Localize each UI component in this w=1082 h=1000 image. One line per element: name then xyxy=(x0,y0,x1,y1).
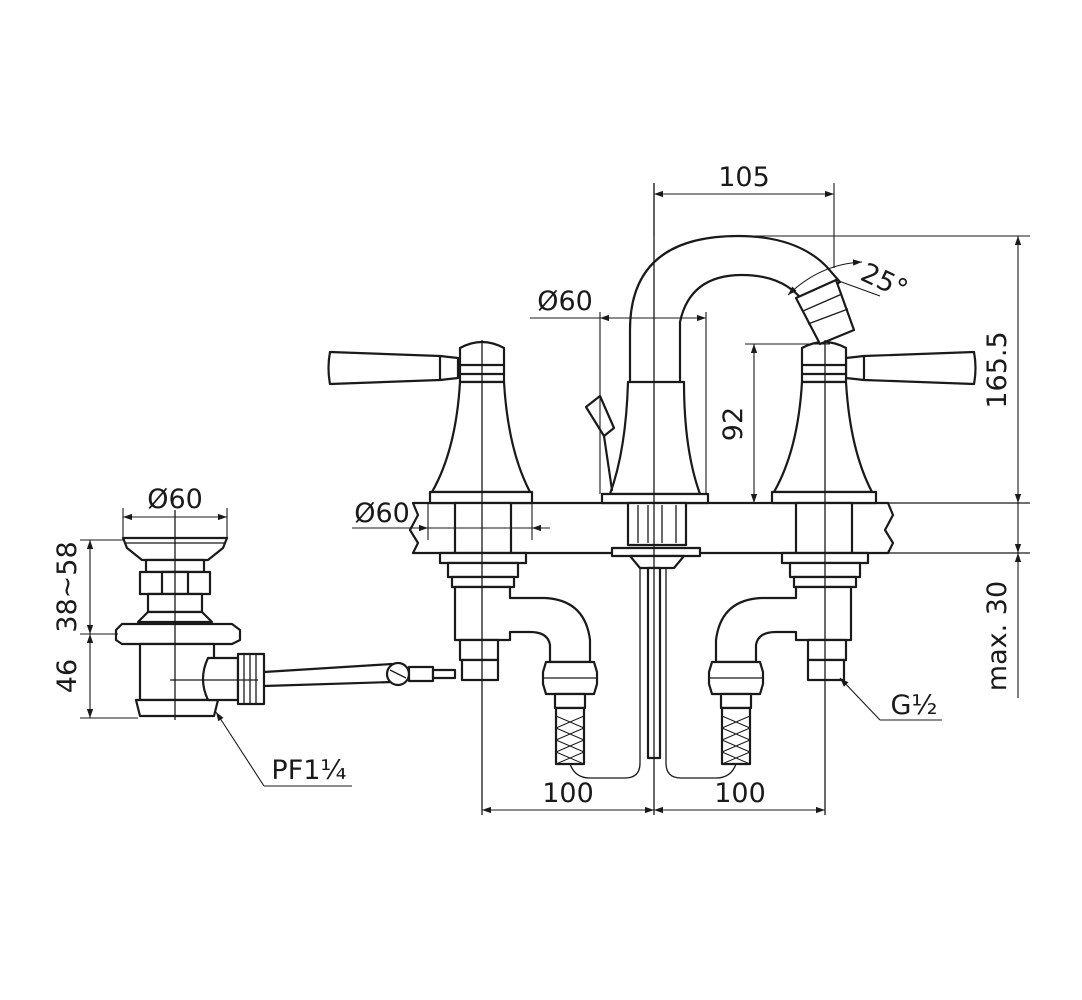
spout-angle-label: 25° xyxy=(856,257,912,305)
left-handle-valve xyxy=(327,340,641,779)
center-lines xyxy=(170,183,826,815)
spout xyxy=(584,234,856,760)
dimension-handle-base-diameter: Ø60 xyxy=(352,498,550,540)
callout-inlet-thread: G½ xyxy=(839,677,942,721)
dimension-outlet-height: 92 xyxy=(718,343,830,503)
dimension-total-height: 165.5 xyxy=(745,235,1030,503)
dimension-deck-thickness: max. 30 xyxy=(982,503,1022,698)
spout-reach-label: 105 xyxy=(718,162,770,193)
right-spacing-label: 100 xyxy=(714,778,766,809)
dimension-drain-heights: 38~58 46 xyxy=(52,539,138,719)
popup-drain xyxy=(114,536,457,718)
dimension-spout-reach: 105 xyxy=(653,162,835,268)
total-height-label: 165.5 xyxy=(982,331,1013,408)
dimension-valve-spacing: 100 100 xyxy=(482,778,825,814)
drain-thread-label: PF1¼ xyxy=(271,755,346,786)
outlet-height-label: 92 xyxy=(718,407,749,441)
drain-upper-height-label: 38~58 xyxy=(52,541,83,632)
drain-lower-height-label: 46 xyxy=(52,659,83,693)
dimension-spout-base-diameter: Ø60 xyxy=(530,286,707,494)
handle-base-diameter-label: Ø60 xyxy=(354,498,410,529)
left-spacing-label: 100 xyxy=(542,778,594,809)
callout-drain-thread: PF1¼ xyxy=(215,711,352,787)
spout-base-diameter-label: Ø60 xyxy=(537,286,593,317)
deck-thickness-label: max. 30 xyxy=(982,581,1013,691)
dimension-drain-diameter: Ø60 xyxy=(122,484,228,540)
drain-diameter-label: Ø60 xyxy=(147,484,203,515)
inlet-thread-label: G½ xyxy=(890,690,937,721)
